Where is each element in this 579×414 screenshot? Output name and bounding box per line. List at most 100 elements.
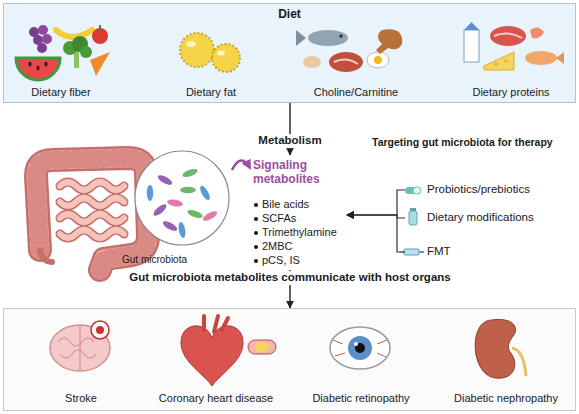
heart-icon xyxy=(181,316,276,386)
bullet-dot xyxy=(254,231,258,235)
large-intestine xyxy=(40,250,52,262)
eye-icon xyxy=(348,336,372,360)
small-intestine xyxy=(60,182,124,238)
fat-droplets xyxy=(212,44,240,72)
circle-caption: Gut microbiota xyxy=(122,254,187,266)
gut-microbiota-circle: Gut microbiota xyxy=(120,148,232,268)
protein-foods xyxy=(556,52,564,64)
bacterium xyxy=(156,173,173,187)
eye-icon xyxy=(330,327,390,369)
bacterium xyxy=(186,208,203,219)
small-intestine xyxy=(60,182,124,238)
metabolite-item: 2MBC xyxy=(262,240,293,253)
brain-icon xyxy=(96,326,104,334)
food-label: Dietary fat xyxy=(156,86,266,99)
small-intestine xyxy=(60,182,124,238)
kidney-icon xyxy=(475,320,515,379)
fiber-foods xyxy=(80,46,92,58)
therapy-icons xyxy=(409,211,417,225)
choline-foods xyxy=(374,56,382,64)
therapy-label: Probiotics/prebiotics xyxy=(427,183,530,197)
metabolite-item: Trimethylamine xyxy=(262,226,337,239)
fiber-foods xyxy=(42,34,52,44)
large-intestine xyxy=(36,158,148,270)
metabolite-item: pCS, IS xyxy=(262,254,300,267)
fiber-foods xyxy=(16,58,60,80)
fiber-foods xyxy=(29,62,32,67)
disease-label: Diabetic nephropathy xyxy=(441,392,571,405)
metabolite-heading: Signaling metabolites xyxy=(253,158,345,186)
choline-foods xyxy=(296,29,402,72)
food-label: Dietary fiber xyxy=(6,86,116,99)
fat-droplets xyxy=(217,51,225,56)
connector-arrow xyxy=(347,190,405,215)
bullet-dot xyxy=(254,217,258,221)
bacterium xyxy=(152,202,168,217)
heart-icon xyxy=(181,326,243,386)
disease-label: Stroke xyxy=(16,392,146,405)
therapy-label: FMT xyxy=(427,245,451,259)
bullet-dot xyxy=(254,259,258,263)
bacterium xyxy=(177,222,186,239)
brain-icon xyxy=(50,321,110,371)
protein-foods xyxy=(504,59,508,63)
therapy-icons xyxy=(405,187,421,194)
eye-icon xyxy=(330,327,390,369)
disease-label: Coronary heart disease xyxy=(151,392,281,405)
therapy-icons xyxy=(400,187,424,255)
fiber-foods xyxy=(37,66,40,71)
protein-foods xyxy=(530,27,544,38)
protein-foods xyxy=(484,52,514,70)
food-label: Dietary proteins xyxy=(456,86,566,99)
protein-foods xyxy=(464,30,479,62)
kidney-icon xyxy=(475,320,526,379)
fiber-foods xyxy=(45,62,48,67)
bacterium xyxy=(147,185,153,201)
edge-label: Metabolism xyxy=(255,134,324,148)
fiber-foods xyxy=(56,30,92,37)
fiber-foods xyxy=(37,43,47,53)
fiber-foods xyxy=(90,52,110,76)
metabolite-list: Signaling metabolitesBile acidsSCFAsTrim… xyxy=(250,155,347,270)
band-title: Diet xyxy=(4,7,575,21)
choline-foods xyxy=(329,52,363,72)
protein-foods xyxy=(525,51,557,65)
choline-foods xyxy=(308,30,348,46)
bacterium xyxy=(201,209,218,223)
bullet-dot xyxy=(254,203,258,207)
heart-icon xyxy=(255,342,269,352)
bacterium xyxy=(181,167,198,178)
therapy-item: FMT xyxy=(405,244,575,260)
protein-foods xyxy=(464,22,479,30)
kidney-icon xyxy=(512,348,526,376)
food-label: Choline/Carnitine xyxy=(301,86,411,99)
brain-icon xyxy=(91,321,109,339)
microbiota-circle xyxy=(120,148,232,268)
protein-foods xyxy=(494,62,498,66)
therapy-item: Probiotics/prebiotics xyxy=(405,182,575,198)
protein-foods xyxy=(494,33,522,38)
fat-droplets xyxy=(180,33,240,72)
fat-droplets xyxy=(180,33,214,67)
fiber-foods xyxy=(38,25,48,35)
bacterium xyxy=(180,187,196,193)
large-intestine xyxy=(36,158,148,270)
choline-foods xyxy=(303,56,321,68)
connector-arrow xyxy=(232,160,250,170)
protein-foods xyxy=(490,26,526,46)
choline-foods xyxy=(334,59,358,64)
therapy-item: Dietary modifications xyxy=(405,210,575,226)
therapy-icons xyxy=(419,251,424,253)
fiber-foods xyxy=(16,25,110,80)
bullet-dot xyxy=(254,245,258,249)
heart-icon xyxy=(204,316,228,332)
edge-label: Gut microbiota metabolites communicate w… xyxy=(126,271,453,285)
fiber-foods xyxy=(92,28,108,44)
eye-icon xyxy=(354,342,358,346)
large-intestine xyxy=(36,158,148,270)
metabolite-item: Bile acids xyxy=(262,198,309,211)
